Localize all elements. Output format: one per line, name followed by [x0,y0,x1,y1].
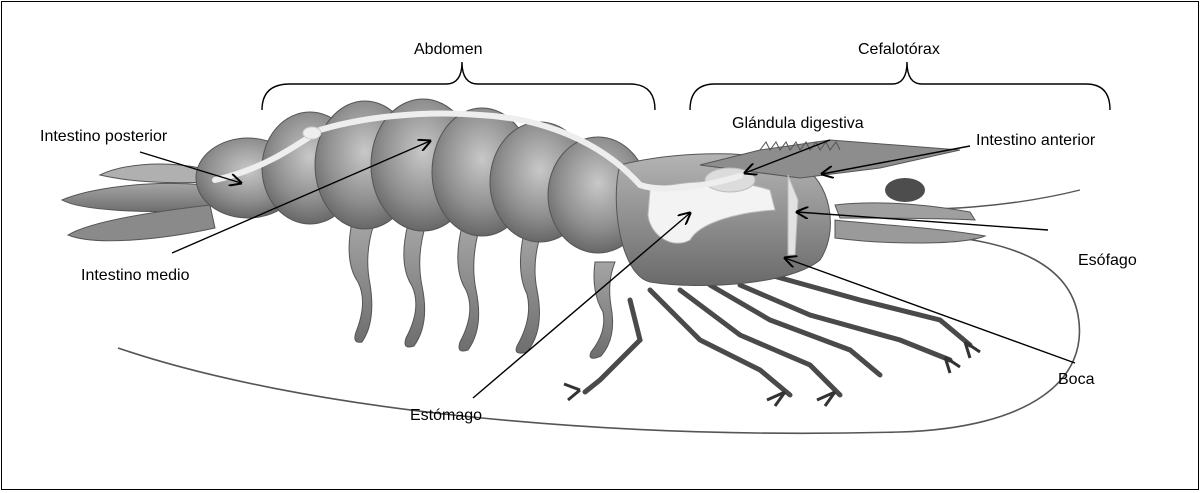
label-intestino-medio: Intestino medio [81,267,190,284]
label-abdomen: Abdomen [414,41,483,58]
abdomen-brace [262,62,655,110]
label-boca: Boca [1058,371,1095,388]
label-estomago: Estómago [410,407,482,424]
label-cefalotorax: Cefalotórax [858,41,940,58]
walking-legs [585,275,970,395]
intestine-loop [303,127,321,139]
head-appendages [835,178,985,243]
label-glandula-digestiva: Glándula digestiva [732,115,864,132]
tail-fan [62,164,215,241]
label-esofago: Esófago [1078,252,1137,269]
label-intestino-anterior: Intestino anterior [976,132,1096,149]
cefalotorax-brace [690,62,1110,110]
abdomen-segments [196,99,648,253]
label-intestino-posterior: Intestino posterior [40,128,168,145]
